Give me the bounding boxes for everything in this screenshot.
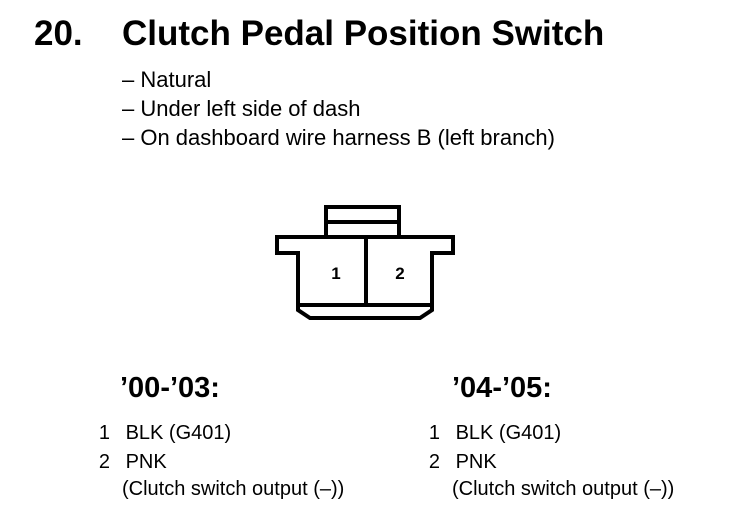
pin-note: (Clutch switch output (–)) [122, 478, 345, 500]
pin-label-1: 1 [331, 264, 340, 283]
pin-row: 1 BLK (G401) [422, 422, 561, 445]
detail-line: – Under left side of dash [122, 96, 361, 121]
pin-wire: PNK [125, 451, 167, 473]
pin-wire: PNK [455, 451, 497, 473]
pin-note: (Clutch switch output (–)) [452, 478, 675, 500]
pin-row: 1 BLK (G401) [92, 422, 231, 445]
page-title: Clutch Pedal Position Switch [122, 14, 605, 53]
pin-row: 2 PNK [92, 451, 167, 474]
pin-number: 2 [98, 451, 110, 473]
year-heading: ’00-’03: [120, 372, 220, 404]
pin-number: 2 [428, 451, 440, 473]
connector-housing [275, 235, 455, 320]
pin-number: 1 [98, 422, 110, 444]
pin-row: 2 PNK [422, 451, 497, 474]
pin-wire: BLK (G401) [125, 422, 232, 444]
pin-number: 1 [428, 422, 440, 444]
pin-label-2: 2 [395, 264, 404, 283]
pin-wire: BLK (G401) [455, 422, 562, 444]
section-number: 20. [34, 14, 83, 53]
detail-line: – On dashboard wire harness B (left bran… [122, 125, 555, 150]
connector-diagram: 1 2 [275, 205, 455, 320]
detail-line: – Natural [122, 67, 212, 92]
year-heading: ’04-’05: [452, 372, 552, 404]
